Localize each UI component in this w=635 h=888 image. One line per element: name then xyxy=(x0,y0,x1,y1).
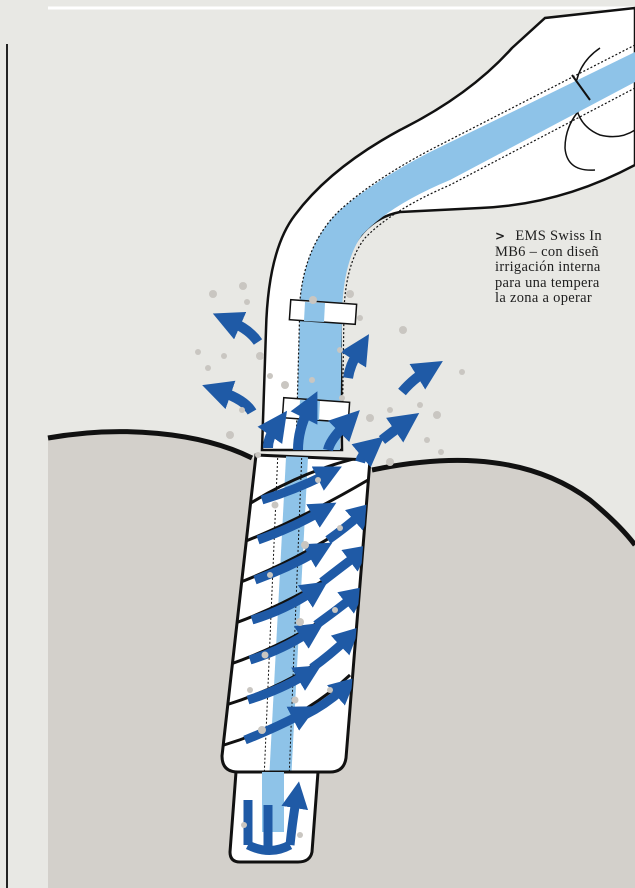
caption-line-2: MB6 – con diseñ xyxy=(495,245,635,261)
caption-line-4: para una tempera xyxy=(495,276,635,292)
caption-marker: > xyxy=(495,229,505,243)
caption-line-1: EMS Swiss In xyxy=(515,229,602,244)
collar-channel-upper xyxy=(304,302,325,322)
implant-caption: > EMS Swiss In MB6 – con diseñ irrigación… xyxy=(495,229,635,307)
implant-apex xyxy=(230,772,318,862)
caption-line-3: irrigación interna xyxy=(495,260,635,276)
caption-line-5: la zona a operar xyxy=(495,291,635,307)
